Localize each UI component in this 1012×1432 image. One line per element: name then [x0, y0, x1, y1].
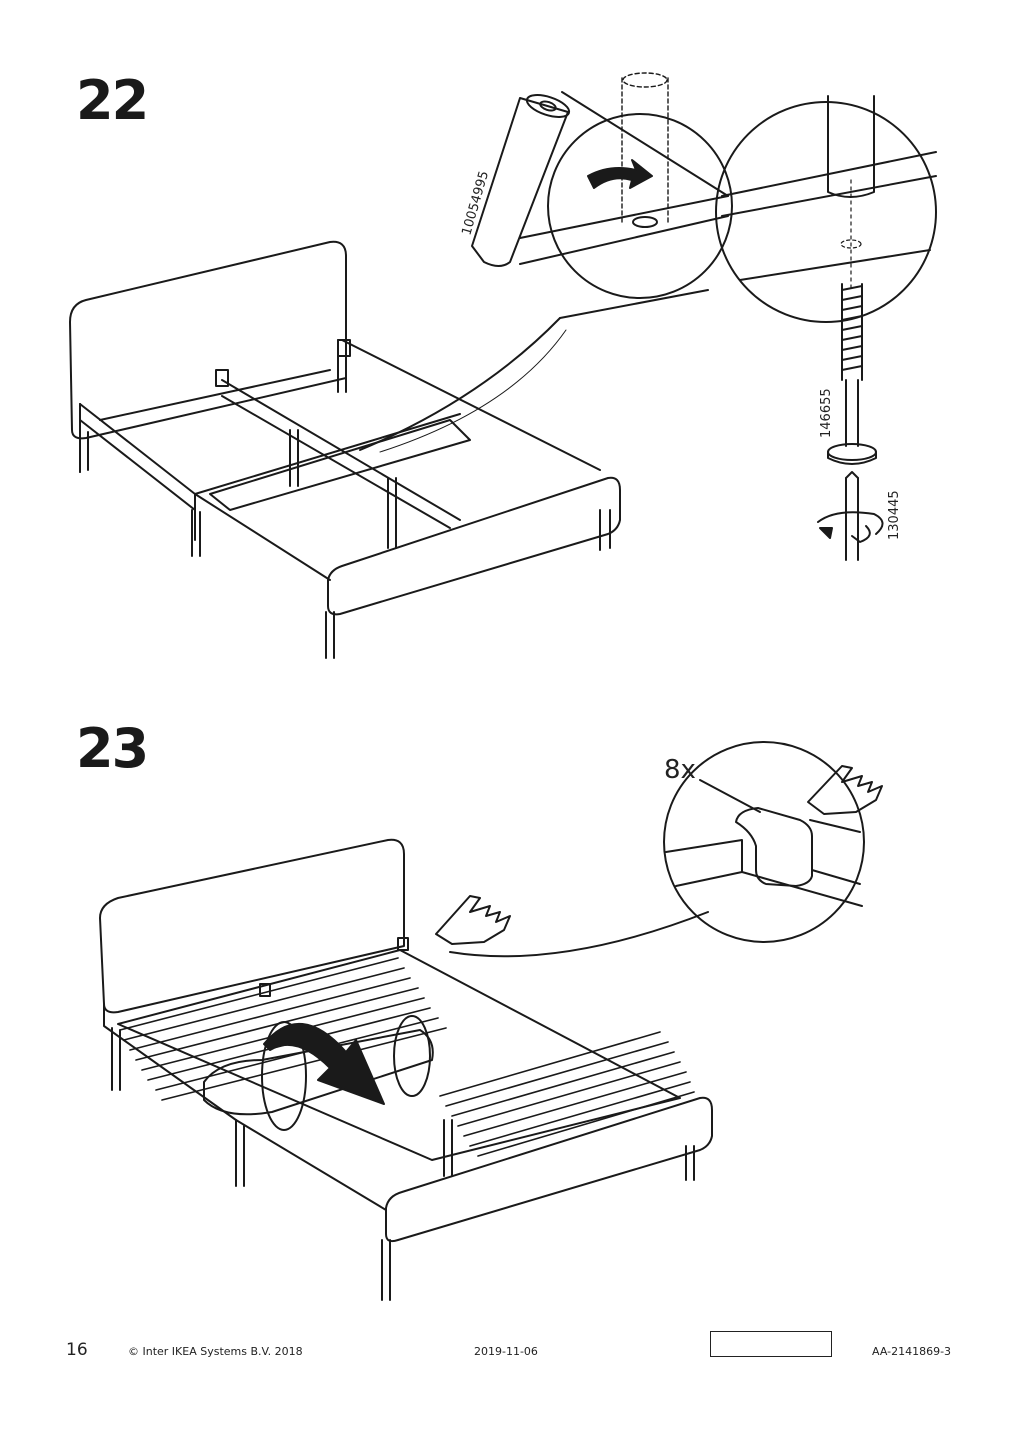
bolt-146655 [827, 283, 877, 465]
document-date: 2019-11-06 [474, 1345, 538, 1358]
allen-key-130445 [817, 471, 884, 561]
blank-box [710, 1331, 832, 1357]
copyright-text: © Inter IKEA Systems B.V. 2018 [128, 1345, 303, 1358]
bed-frame-step22 [69, 240, 621, 659]
step-number-22: 22 [76, 69, 149, 132]
step-number-23: 23 [76, 717, 149, 780]
hand-press-icon-detail [807, 765, 883, 815]
page-number: 16 [66, 1340, 88, 1360]
part-label-tool: 130445 [887, 490, 902, 540]
document-code: AA-2141869-3 [872, 1345, 952, 1358]
hand-press-icon [435, 895, 511, 945]
detail-circle-slat-holder [663, 741, 865, 943]
part-label-leg: 10054995 [459, 169, 492, 237]
part-label-bolt: 146655 [819, 388, 834, 438]
quantity-label: 8x [664, 755, 696, 785]
bed-frame-step23 [99, 838, 713, 1301]
detail-circle-leg [471, 72, 733, 319]
detail-circle-bolt [715, 95, 937, 323]
